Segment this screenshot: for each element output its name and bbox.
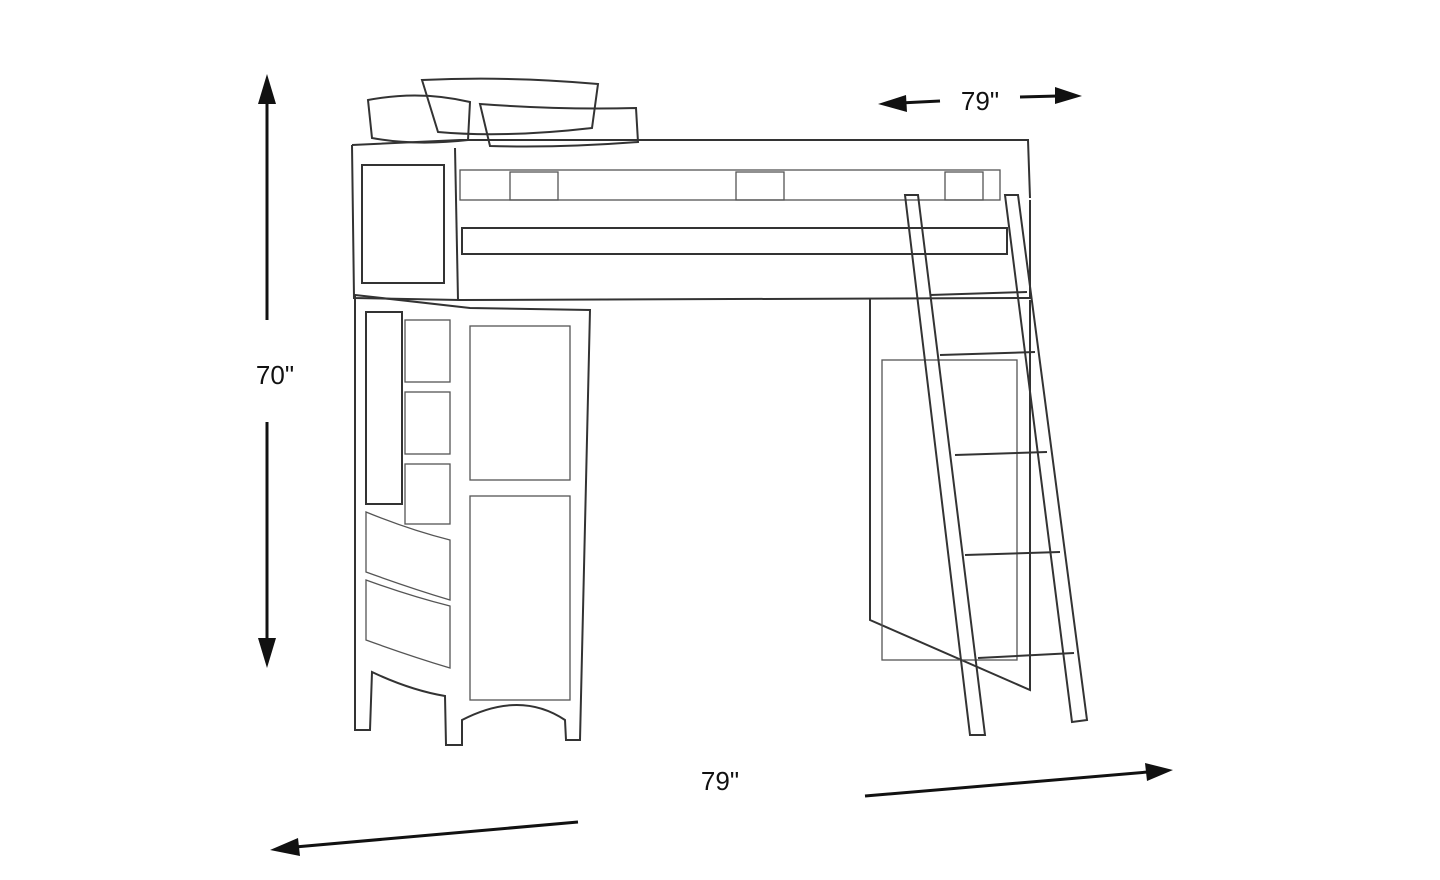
ladder-rung bbox=[964, 551, 1061, 556]
side-rail bbox=[461, 227, 1008, 255]
arrowhead-right-icon bbox=[1055, 87, 1082, 104]
depth-arrow-left bbox=[899, 99, 941, 105]
arrowhead-right-icon bbox=[1145, 763, 1173, 781]
dresser-door bbox=[365, 311, 403, 505]
depth-dimension: 79" bbox=[878, 86, 1082, 116]
arrowhead-left-icon bbox=[270, 838, 300, 856]
width-arrow-left bbox=[294, 820, 579, 849]
arrowhead-up-icon bbox=[258, 74, 276, 104]
ladder-rung bbox=[977, 652, 1075, 659]
guard-slat bbox=[735, 171, 785, 201]
arrowhead-left-icon bbox=[878, 95, 907, 112]
arrowhead-down-icon bbox=[258, 638, 276, 668]
guard-slat bbox=[944, 171, 984, 201]
ladder-rail bbox=[1003, 194, 1089, 724]
ladder-rail bbox=[903, 194, 987, 736]
height-dimension: 70" bbox=[256, 74, 294, 668]
dresser-side-panel bbox=[469, 495, 571, 701]
width-label: 79" bbox=[701, 766, 739, 796]
dresser bbox=[354, 293, 592, 746]
bed-frame bbox=[351, 139, 1031, 302]
width-arrow-right bbox=[864, 770, 1149, 798]
pillow bbox=[366, 94, 472, 144]
depth-label: 79" bbox=[961, 86, 999, 116]
dresser-drawer bbox=[404, 391, 451, 455]
dresser-drawer bbox=[404, 463, 451, 525]
end-panel bbox=[869, 298, 1031, 692]
end-panel-inset bbox=[881, 359, 1018, 661]
frame-post bbox=[454, 147, 459, 301]
guard-slat bbox=[509, 171, 559, 201]
ladder-rung bbox=[954, 451, 1048, 456]
pillow bbox=[478, 102, 640, 148]
depth-arrow-right bbox=[1019, 94, 1059, 99]
dresser-drawer bbox=[404, 319, 451, 383]
dresser-side-panel bbox=[469, 325, 571, 481]
loft-bed-drawing bbox=[351, 77, 1089, 746]
height-label: 70" bbox=[256, 360, 294, 390]
ladder-rung bbox=[929, 291, 1028, 296]
headboard-panel bbox=[361, 164, 445, 284]
dresser-drawer bbox=[365, 579, 451, 669]
pillow bbox=[420, 77, 600, 136]
ladder bbox=[903, 194, 1089, 736]
dresser-drawer bbox=[365, 511, 451, 601]
ladder-rung bbox=[939, 351, 1036, 356]
mattress bbox=[459, 169, 1001, 201]
width-dimension: 79" bbox=[270, 763, 1173, 856]
